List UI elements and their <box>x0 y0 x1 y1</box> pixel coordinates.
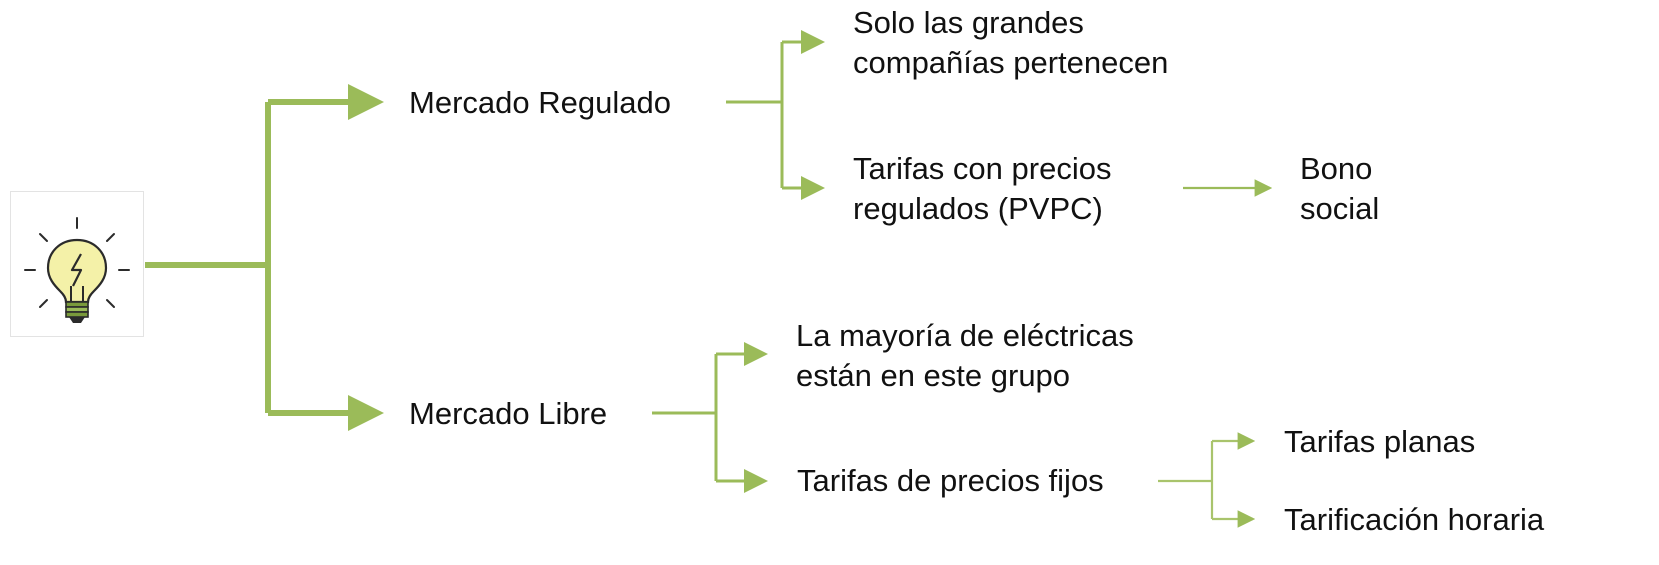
libre-connector <box>652 342 768 493</box>
tarifas-reguladas-line-1: Tarifas con precios <box>853 151 1112 186</box>
root-node <box>10 191 144 337</box>
tarifas-reguladas-node: Tarifas con precios regulados (PVPC) <box>853 149 1111 229</box>
mercado-regulado-node: Mercado Regulado <box>409 83 671 123</box>
mayoria-electricas-line-1: La mayoría de eléctricas <box>796 318 1134 353</box>
bono-social-line-1: Bono <box>1300 151 1373 186</box>
precios-fijos-connector <box>1158 432 1256 528</box>
mercado-regulado-label: Mercado Regulado <box>409 85 671 120</box>
precios-fijos-label: Tarifas de precios fijos <box>797 463 1104 498</box>
regulado-connector <box>726 30 825 200</box>
mercado-libre-node: Mercado Libre <box>409 394 607 434</box>
grandes-companias-line-2: compañías pertenecen <box>853 45 1169 80</box>
tarificacion-horaria-label: Tarificación horaria <box>1284 502 1545 537</box>
tarificacion-horaria-node: Tarificación horaria <box>1284 500 1544 540</box>
mercado-libre-label: Mercado Libre <box>409 396 608 431</box>
tarifas-reguladas-line-2: regulados (PVPC) <box>853 191 1103 226</box>
root-connector <box>145 84 384 431</box>
bono-social-node: Bono social <box>1300 149 1379 229</box>
grandes-companias-line-1: Solo las grandes <box>853 5 1084 40</box>
mayoria-electricas-line-2: están en este grupo <box>796 358 1071 393</box>
lightbulb-icon <box>24 217 130 323</box>
bono-social-line-2: social <box>1300 191 1380 226</box>
tarifas-planas-label: Tarifas planas <box>1284 424 1476 459</box>
mayoria-electricas-node: La mayoría de eléctricas están en este g… <box>796 316 1134 396</box>
tarifas-planas-node: Tarifas planas <box>1284 422 1475 462</box>
grandes-companias-node: Solo las grandes compañías pertenecen <box>853 3 1168 83</box>
precios-fijos-node: Tarifas de precios fijos <box>797 461 1104 501</box>
